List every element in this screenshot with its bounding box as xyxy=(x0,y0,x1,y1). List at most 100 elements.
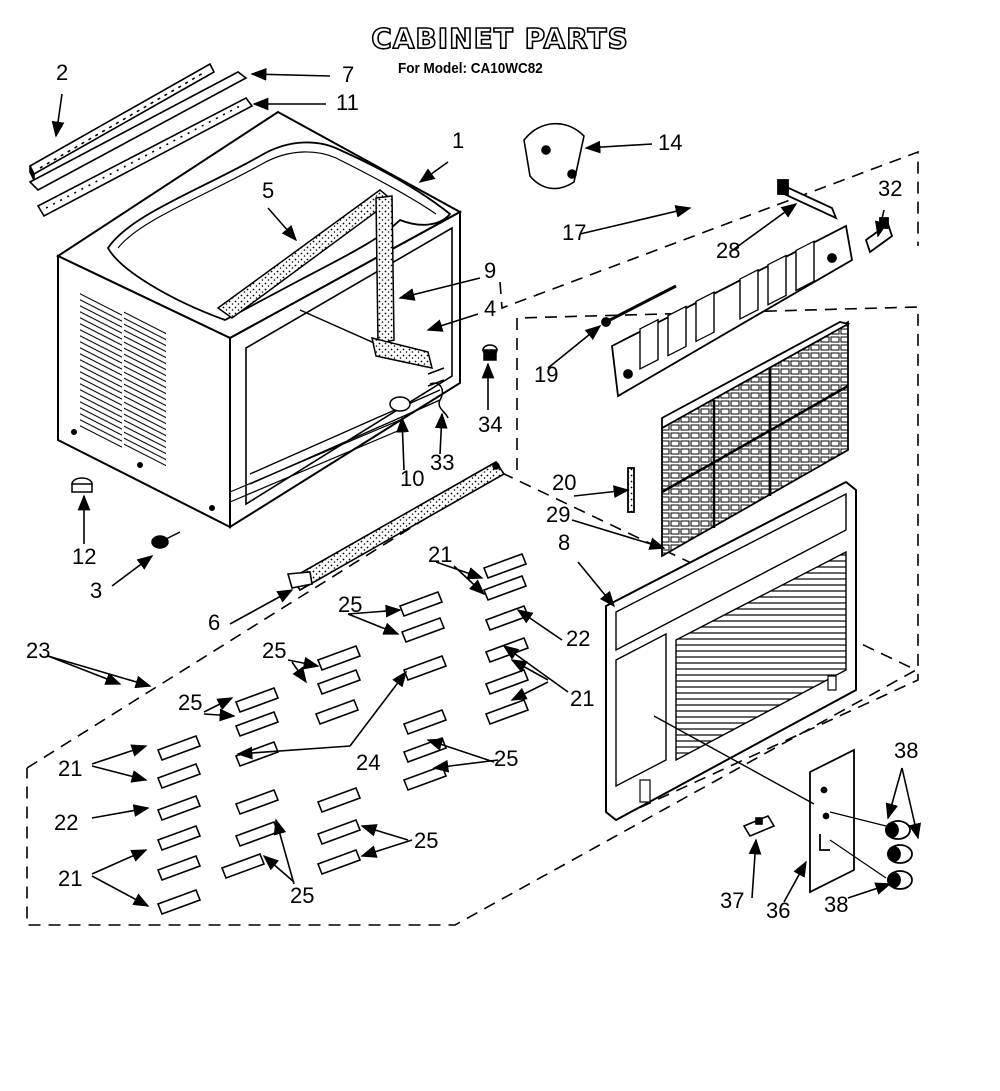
leader-line xyxy=(203,708,236,722)
leader-line xyxy=(547,324,602,369)
leader-line xyxy=(875,209,888,238)
rail-part-6 xyxy=(286,460,506,592)
callout-part-38: 38 xyxy=(824,892,848,917)
leader-line xyxy=(91,849,148,875)
callout-part-25: 25 xyxy=(262,638,286,663)
callout-part-3: 3 xyxy=(90,578,102,603)
callout-part-38: 38 xyxy=(894,738,918,763)
foam-pad xyxy=(316,818,362,846)
callout-part-23: 23 xyxy=(26,638,50,663)
clip-part-37 xyxy=(742,814,776,838)
callout-part-14: 14 xyxy=(658,130,682,155)
callout-part-19: 19 xyxy=(534,362,558,387)
callout-part-21: 21 xyxy=(58,756,82,781)
foam-pad xyxy=(316,644,362,672)
callout-part-7: 7 xyxy=(342,62,354,87)
control-plate-part-36 xyxy=(653,715,913,894)
rod-part-19 xyxy=(601,284,677,327)
leader-line xyxy=(291,661,307,684)
leader-line xyxy=(748,838,762,899)
foam-pad xyxy=(484,668,530,696)
leader-line xyxy=(579,205,692,235)
leader-lines xyxy=(47,67,922,907)
callout-part-21: 21 xyxy=(58,866,82,891)
leader-line xyxy=(418,161,449,183)
leader-line xyxy=(51,93,65,138)
leader-line xyxy=(398,277,481,301)
leader-line xyxy=(267,207,298,242)
callout-part-34: 34 xyxy=(478,412,502,437)
foam-part-4 xyxy=(371,336,434,369)
foam-pad xyxy=(484,698,530,726)
leader-line xyxy=(287,656,320,670)
callout-part-9: 9 xyxy=(484,258,496,283)
foam-pad xyxy=(234,788,280,816)
leader-line xyxy=(434,412,448,455)
screw-part-34 xyxy=(482,344,498,361)
strip-part-20 xyxy=(627,467,635,513)
bracket-part-14 xyxy=(523,122,585,190)
callout-part-29: 29 xyxy=(546,502,570,527)
callout-part-24: 24 xyxy=(356,750,380,775)
leader-line xyxy=(847,882,892,899)
leader-line xyxy=(347,613,400,635)
foam-pad xyxy=(234,710,280,738)
leader-line xyxy=(47,655,152,689)
foam-pad xyxy=(156,824,202,852)
foam-pad xyxy=(484,604,530,632)
page-title: CABINET PARTS xyxy=(370,21,629,56)
callout-part-22: 22 xyxy=(566,626,590,651)
strip-part-7 xyxy=(28,71,248,191)
callout-part-12: 12 xyxy=(72,544,96,569)
callout-part-21: 21 xyxy=(428,542,452,567)
callout-part-17: 17 xyxy=(562,220,586,245)
leader-line xyxy=(435,561,484,580)
foam-pad xyxy=(234,820,280,848)
leader-line xyxy=(516,609,563,641)
leader-line xyxy=(349,670,407,747)
foam-pad xyxy=(402,708,448,736)
foam-pad xyxy=(316,668,362,696)
filter-part-29 xyxy=(627,320,851,558)
small-hardware xyxy=(71,344,498,549)
model-subtitle: For Model: CA10WC82 xyxy=(398,60,543,77)
callout-part-25: 25 xyxy=(414,828,438,853)
leader-line xyxy=(729,203,798,253)
foam-pad xyxy=(234,740,280,768)
leader-line xyxy=(229,589,294,625)
foam-pad xyxy=(156,762,202,790)
leader-line xyxy=(91,875,150,907)
callout-part-20: 20 xyxy=(552,470,576,495)
leader-line xyxy=(783,860,807,903)
callout-part-21: 21 xyxy=(570,686,594,711)
callout-part-11: 11 xyxy=(336,90,359,115)
foam-pad xyxy=(316,848,362,876)
leader-line xyxy=(273,818,295,885)
callout-part-36: 36 xyxy=(766,898,790,923)
leader-line xyxy=(91,744,148,765)
foam-pad xyxy=(156,794,202,822)
foam-pad xyxy=(400,616,446,644)
callout-part-25: 25 xyxy=(178,690,202,715)
foam-pad xyxy=(314,698,360,726)
foam-pad xyxy=(220,852,266,880)
strip-part-11 xyxy=(36,96,254,218)
knob-part-38-c xyxy=(887,870,913,890)
leader-line xyxy=(885,767,903,820)
leader-line xyxy=(432,759,499,773)
callout-part-5: 5 xyxy=(262,178,274,203)
leader-line xyxy=(347,604,402,618)
knob-part-38-a xyxy=(885,820,911,840)
leader-line xyxy=(502,645,569,693)
callout-part-22: 22 xyxy=(54,810,78,835)
callout-part-1: 1 xyxy=(452,128,464,153)
callout-part-33: 33 xyxy=(430,450,454,475)
foam-pad xyxy=(156,888,202,916)
leader-line xyxy=(91,765,148,783)
foam-seals xyxy=(216,189,434,369)
foam-pad xyxy=(482,574,528,602)
top-rail-strips xyxy=(28,62,254,218)
callout-part-32: 32 xyxy=(878,176,902,201)
